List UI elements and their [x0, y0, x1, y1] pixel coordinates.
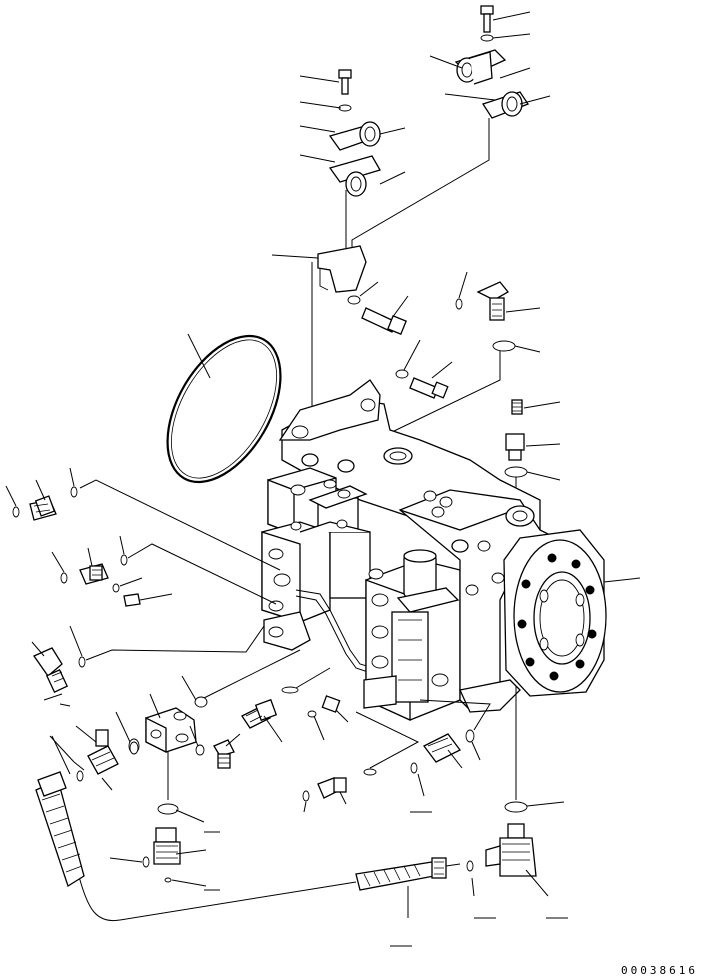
- fitting-group-left: [5, 467, 281, 707]
- bolt-group-center: [361, 295, 453, 399]
- drawing-reference-number: 00038616: [621, 964, 698, 977]
- fitting-group-lower-middle: [241, 667, 491, 813]
- clamp-group-upper-middle: [299, 69, 406, 248]
- tee-block-assembly: [109, 649, 301, 887]
- large-o-ring: [166, 333, 282, 484]
- pipe-and-elbow-lower-right: [35, 686, 565, 922]
- main-pump-assembly: [261, 379, 641, 722]
- fitting-group-right-top: [391, 271, 561, 505]
- clamp-group-upper-right: [351, 5, 551, 258]
- leader-lines-misc: [49, 735, 568, 947]
